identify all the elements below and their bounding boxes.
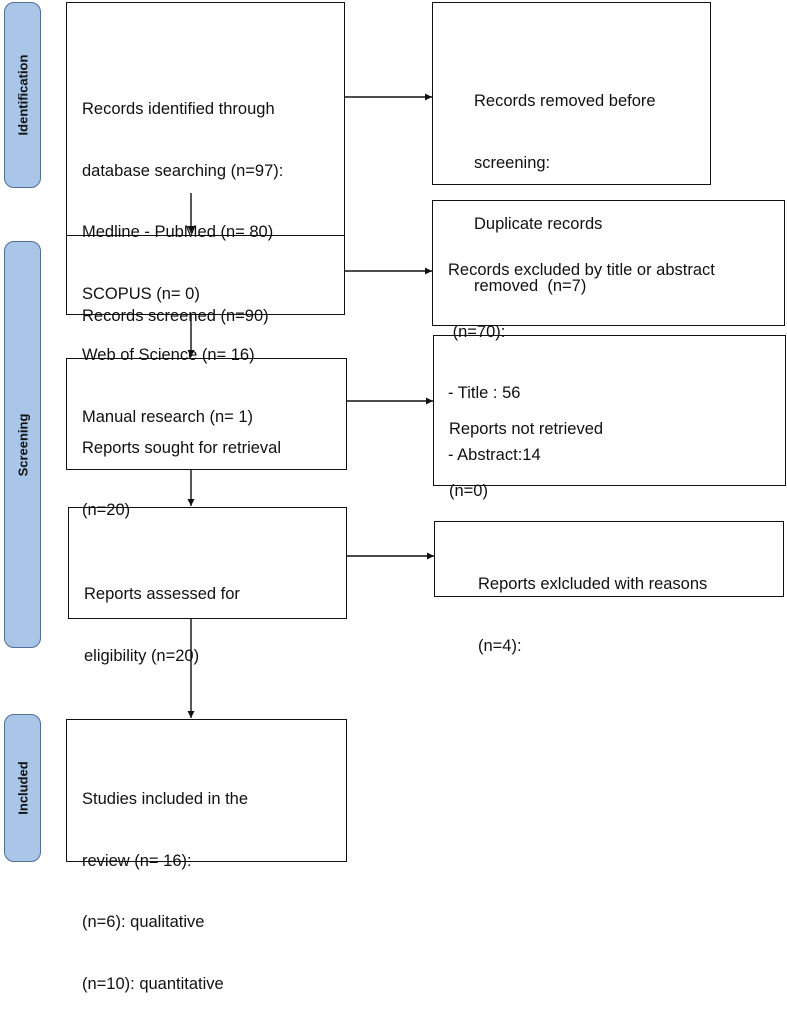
phase-identification: Identification	[4, 2, 41, 188]
text-line: Reports not retrieved	[449, 420, 604, 438]
text-line: (n=70):	[448, 322, 506, 341]
records-identified-box	[66, 2, 345, 242]
text-line: (n=20)	[82, 500, 131, 519]
text-line: database searching (n=97):	[82, 161, 284, 180]
text-line: eligibility (n=20)	[84, 646, 200, 665]
records-excluded-box	[432, 200, 785, 326]
studies-included-box	[66, 719, 347, 862]
reports-excluded-reasons-text: Reports exlcluded with reasons (n=4):	[478, 533, 707, 697]
text-line: removed (n=7)	[474, 276, 587, 295]
records-screened-box	[66, 235, 345, 315]
reports-assessed-box	[68, 507, 347, 619]
phase-screening: Screening	[4, 241, 41, 648]
text-line: SCOPUS (n= 0)	[82, 284, 200, 303]
reports-not-retrieved-text: Reports not retrieved (n=0)	[449, 378, 603, 542]
text-line: (n=4):	[478, 636, 522, 655]
text-line: Duplicate records	[474, 215, 603, 233]
text-line: Records identified through	[82, 100, 275, 118]
text-line: Web of Science (n= 16)	[82, 346, 255, 364]
text-line: Reports exlcluded with reasons	[478, 575, 708, 593]
reports-not-retrieved-box	[433, 335, 786, 486]
reports-assessed-text: Reports assessed for eligibility (n=20)	[84, 543, 240, 707]
phase-included: Included	[4, 714, 41, 862]
reports-sought-text: Reports sought for retrieval (n=20)	[82, 397, 281, 561]
reports-excluded-reasons-box	[434, 521, 784, 597]
text-line: screening:	[474, 153, 551, 172]
text-line: (n=0)	[449, 481, 488, 500]
text-line: Reports assessed for	[84, 585, 240, 603]
reports-sought-box	[66, 358, 347, 470]
records-removed-box	[432, 2, 711, 185]
records-removed-text: Records removed before screening: Duplic…	[474, 50, 656, 337]
text-line: - Title : 56	[448, 384, 521, 402]
records-identified-text: Records identified through database sear…	[82, 58, 283, 468]
flow-arrows	[187, 93, 434, 718]
records-excluded-text: Records excluded by title or abstract (n…	[448, 219, 715, 506]
text-line: - Abstract:14	[448, 445, 541, 464]
text-line: Records removed before	[474, 92, 656, 110]
records-screened-text: Records screened (n=90)	[82, 265, 269, 368]
text-line: (n=6): qualitative	[82, 913, 205, 931]
text-line: Manual research (n= 1)	[82, 407, 254, 426]
text-line: (n=10): quantitative	[82, 974, 224, 993]
prisma-flow-diagram: Identification Screening Included Record…	[4, 2, 786, 993]
text-line: Reports sought for retrieval	[82, 439, 282, 457]
text-line: Studies included in the	[82, 790, 249, 808]
text-line: Records screened (n=90)	[82, 307, 269, 325]
text-line: Medline - PubMed (n= 80)	[82, 223, 274, 241]
text-line: Records excluded by title or abstract	[448, 261, 715, 279]
